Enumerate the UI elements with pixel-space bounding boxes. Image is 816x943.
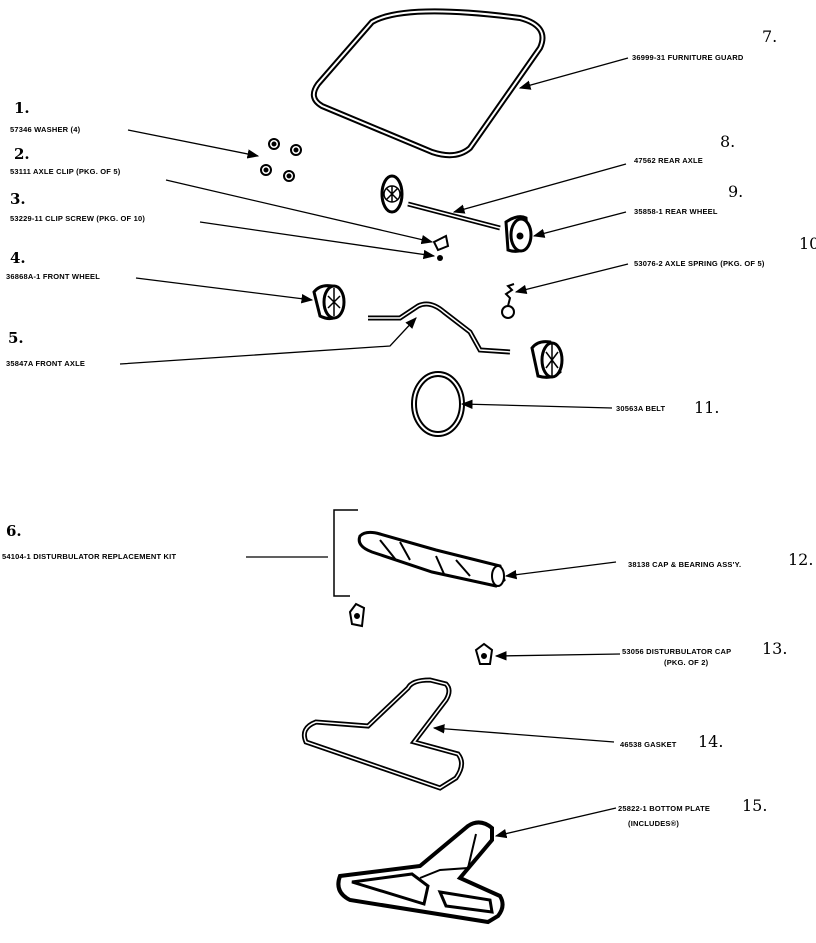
part-number-11: 11. (694, 398, 720, 417)
clip-screw-drawing (437, 255, 443, 261)
disturbulator-drawing (357, 530, 506, 588)
part-label-front-axle: 35847A FRONT AXLE (6, 359, 86, 368)
kit-bracket (333, 509, 358, 597)
gasket-drawing (301, 677, 464, 791)
part-number-15: 15. (742, 796, 768, 815)
part-number-3: 3. (10, 190, 26, 208)
part-label-bottom-plate: 25822-1 BOTTOM PLATE (618, 804, 711, 813)
front-axle-drawing (368, 301, 511, 355)
part-label-cap-bearing: 38138 CAP & BEARING ASS'Y. (628, 560, 742, 569)
part-label-front-wheel: 36868A-1 FRONT WHEEL (6, 272, 101, 281)
disturbulator-cap-drawing (474, 642, 494, 665)
axle-spring-drawing (501, 283, 515, 319)
part-number-12: 12. (788, 550, 814, 569)
kit-cap-drawing (348, 602, 366, 628)
part-number-7: 7. (762, 27, 778, 46)
part-number-13: 13. (762, 639, 788, 658)
washer-drawing (260, 138, 302, 182)
part-number-2: 2. (14, 145, 30, 163)
part-label-gasket: 46538 GASKET (620, 740, 677, 749)
part-number-8: 8. (720, 132, 736, 151)
axle-clip-drawing (432, 234, 450, 252)
front-right-wheel-drawing (530, 340, 564, 379)
front-wheel-drawing (312, 284, 346, 321)
bottom-plate-drawing (336, 820, 505, 925)
part-label-washer: 57346 WASHER (4) (10, 125, 81, 134)
part-label-disturbulator-cap: 53056 DISTURBULATOR CAP (622, 647, 732, 656)
part-number-10: 10 (799, 234, 816, 253)
leader-lines (119, 57, 629, 839)
part-number-9: 9. (728, 182, 744, 201)
part-number-6: 6. (6, 522, 22, 540)
part-number-14: 14. (698, 732, 724, 751)
furniture-guard-drawing (310, 8, 546, 159)
part-sublabel-disturbulator-cap: (PKG. OF 2) (664, 658, 709, 667)
rear-axle-drawing (380, 174, 501, 231)
part-label-furniture-guard: 36999-31 FURNITURE GUARD (632, 53, 744, 62)
part-label-rear-axle: 47562 REAR AXLE (634, 156, 703, 165)
part-number-1: 1. (14, 99, 30, 117)
part-sublabel-bottom-plate: (INCLUDES®) (628, 819, 680, 828)
part-label-disturbulator-kit: 54104-1 DISTURBULATOR REPLACEMENT KIT (2, 552, 177, 561)
part-label-clip-screw: 53229-11 CLIP SCREW (PKG. OF 10) (10, 214, 146, 223)
part-label-belt: 30563A BELT (616, 404, 666, 413)
part-number-5: 5. (8, 329, 24, 347)
part-label-rear-wheel: 35858-1 REAR WHEEL (634, 207, 718, 216)
part-number-4: 4. (10, 249, 26, 267)
part-label-axle-spring: 53076-2 AXLE SPRING (PKG. OF 5) (634, 259, 765, 268)
rear-wheel-drawing (504, 215, 533, 253)
belt-drawing (411, 371, 465, 437)
part-label-axle-clip: 53111 AXLE CLIP (PKG. OF 5) (10, 167, 121, 176)
